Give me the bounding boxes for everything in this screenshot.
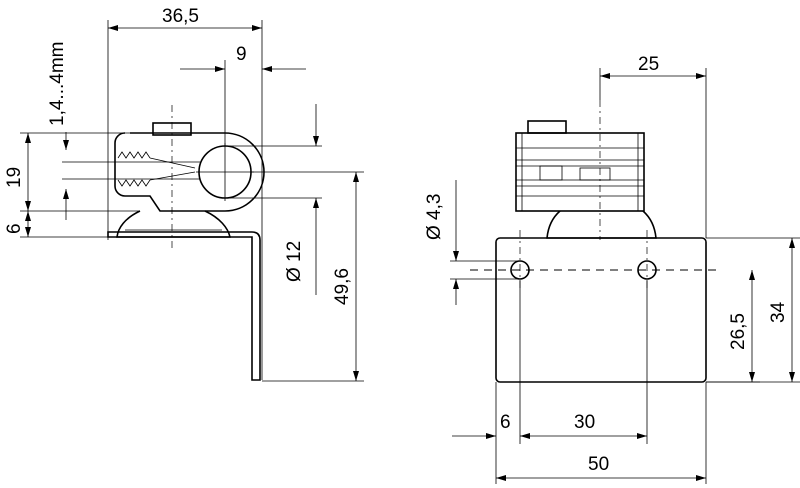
- clamp-block: [515, 132, 645, 212]
- dim-height-total: 49,6: [332, 268, 353, 305]
- dim-clamp-offset: 9: [236, 44, 247, 65]
- dim-hole-spacing: 30: [574, 412, 595, 433]
- front-view: 25 Ø 4,3 26,5 34 6 30 50: [424, 54, 800, 484]
- rubber-foot: [116, 210, 231, 238]
- dim-hole-height: 26,5: [728, 313, 749, 350]
- dim-height-19: 19: [4, 167, 25, 188]
- dim-cable-range: 1,4...4mm: [47, 42, 68, 126]
- mounting-plate: [495, 237, 707, 383]
- dim-hole-diameter: Ø 4,3: [424, 194, 445, 240]
- dim-bore-diameter: Ø 12: [284, 241, 305, 282]
- dim-plate-height: 34: [768, 301, 789, 323]
- dim-width-total: 36,5: [162, 6, 199, 27]
- dim-height-6: 6: [4, 223, 25, 234]
- angle-bracket: [107, 231, 261, 381]
- side-view: 36,5 9 1,4...4mm 19 6 Ø 12 49,6: [4, 6, 364, 382]
- dim-plate-width: 50: [588, 454, 609, 475]
- dim-hole-edge: 6: [500, 412, 511, 433]
- clamp-body: [114, 132, 265, 212]
- dim-top-width: 25: [638, 54, 659, 75]
- front-rubber-foot: [546, 210, 657, 239]
- thread-slot: [117, 151, 196, 187]
